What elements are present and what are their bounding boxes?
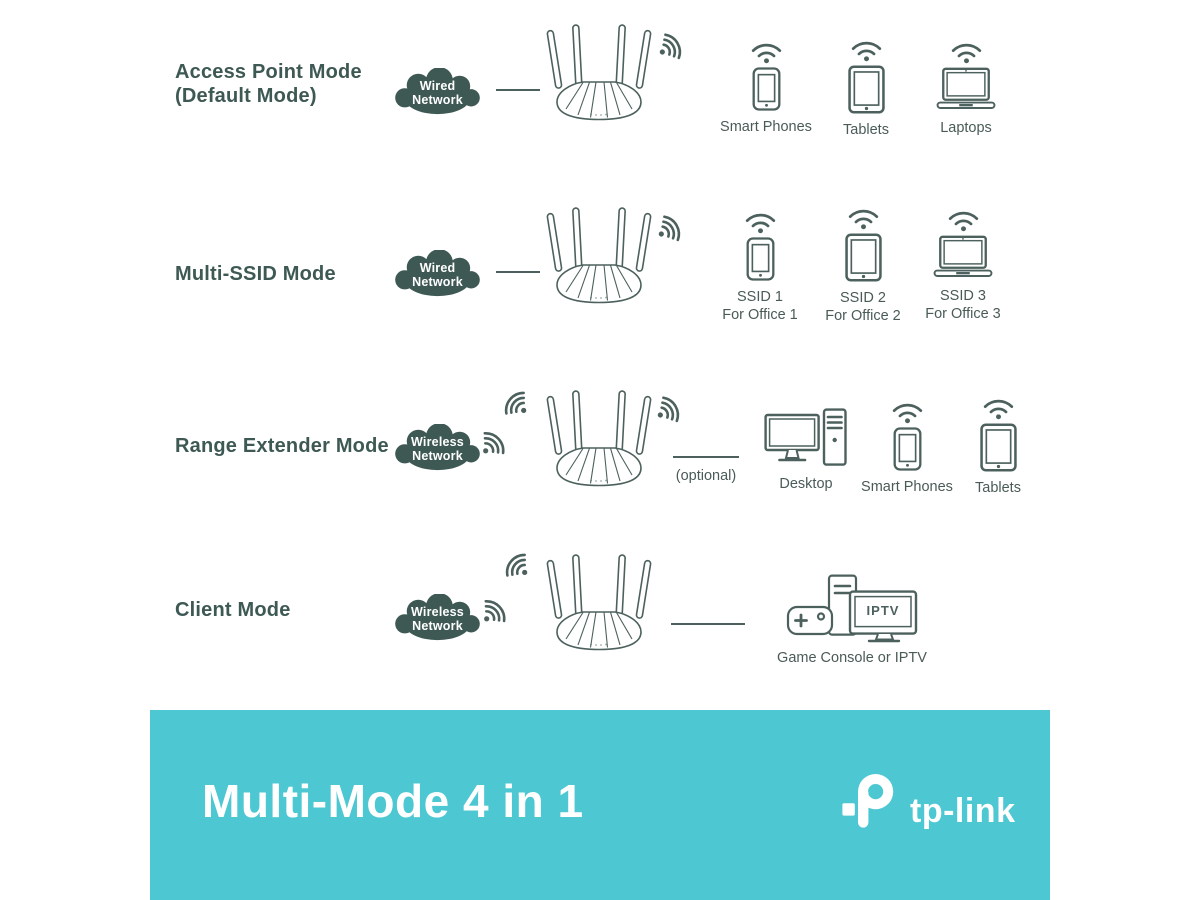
- mode-title-range-extender: Range Extender Mode: [175, 434, 389, 458]
- device-label: SSID 3 For Office 3: [925, 287, 1000, 323]
- wifi-icon: [750, 40, 783, 64]
- optional-wired-line: [673, 456, 739, 458]
- wired-connection-line: [496, 271, 540, 273]
- device-label: SSID 1 For Office 1: [722, 288, 797, 324]
- device-desktop: Desktop: [754, 408, 858, 493]
- cloud-label-line: Network: [412, 619, 463, 633]
- device-label: Laptops: [940, 120, 992, 136]
- mode-title-client: Client Mode: [175, 598, 291, 622]
- device-label: Tablets: [843, 122, 889, 138]
- mode-title-access-point: Access Point Mode (Default Mode): [175, 60, 362, 109]
- cloud-label-line: Network: [412, 275, 463, 289]
- device-label: Smart Phones: [861, 479, 953, 495]
- tp-link-glyph-icon: [838, 768, 902, 836]
- laptop-icon: [936, 67, 996, 112]
- mode-title-line: Access Point Mode: [175, 61, 362, 83]
- mode-title-line: Range Extender Mode: [175, 435, 389, 457]
- ssid-label: SSID 3: [940, 288, 986, 304]
- smartphone-icon: [746, 237, 775, 281]
- desktop-icon: [764, 408, 848, 468]
- tablet-icon: [845, 233, 882, 282]
- tablet-icon: [848, 65, 885, 114]
- device-game-console-iptv: Game Console or IPTV: [777, 574, 927, 667]
- device-tablets: Tablets: [950, 396, 1046, 497]
- bottom-banner: Multi-Mode 4 in 1 tp-link: [150, 710, 1050, 900]
- device-smart-phones: Smart Phones: [854, 400, 960, 496]
- wifi-icon: [982, 396, 1015, 420]
- smartphone-icon: [893, 427, 922, 471]
- device-ssid2: SSID 2 For Office 2: [809, 206, 917, 325]
- wired-connection-line: [671, 623, 745, 625]
- laptop-icon: [933, 235, 993, 280]
- ssid-label: SSID 1: [737, 289, 783, 305]
- device-laptops: Laptops: [912, 40, 1020, 137]
- router-icon: [543, 205, 655, 315]
- tablet-icon: [980, 423, 1017, 472]
- wifi-signal-icon: [649, 208, 691, 251]
- device-label: Game Console or IPTV: [777, 650, 927, 666]
- tp-link-logo: tp-link: [838, 768, 1015, 836]
- tp-link-wordmark: tp-link: [910, 792, 1016, 830]
- device-smart-phones: Smart Phones: [712, 40, 820, 136]
- cloud-label-line: Network: [412, 449, 463, 463]
- cloud-label-line: Wireless: [411, 434, 464, 449]
- iptv-screen-label: IPTV: [866, 602, 900, 618]
- wireless-network-cloud: Wireless Network: [390, 594, 485, 644]
- device-ssid3: SSID 3 For Office 3: [909, 208, 1017, 323]
- mode-title-multi-ssid: Multi-SSID Mode: [175, 262, 336, 286]
- cloud-label-line: Wired: [419, 260, 456, 275]
- cloud-label-line: Network: [412, 93, 463, 107]
- wifi-icon: [947, 208, 980, 232]
- wifi-icon: [744, 210, 777, 234]
- cloud-label-line: Wired: [419, 78, 456, 93]
- mode-title-line: (Default Mode): [175, 85, 317, 108]
- wired-connection-line: [496, 89, 540, 91]
- wired-network-cloud: Wired Network: [390, 250, 485, 300]
- device-label: Smart Phones: [720, 119, 812, 135]
- office-label: For Office 3: [925, 306, 1001, 323]
- wifi-signal-icon: [494, 382, 538, 426]
- mode-title-line: Multi-SSID Mode: [175, 263, 336, 285]
- wifi-signal-icon: [495, 544, 539, 588]
- mode-title-line: Client Mode: [175, 599, 291, 621]
- device-label: SSID 2 For Office 2: [825, 289, 900, 325]
- banner-title: Multi-Mode 4 in 1: [202, 775, 584, 827]
- optional-label: (optional): [675, 468, 737, 484]
- wireless-network-cloud: Wireless Network: [390, 424, 485, 474]
- wired-network-cloud: Wired Network: [390, 68, 485, 118]
- office-label: For Office 1: [722, 307, 798, 324]
- wifi-icon: [850, 38, 883, 62]
- wifi-signal-icon: [650, 26, 692, 69]
- router-icon: [543, 552, 655, 662]
- ssid-label: SSID 2: [840, 290, 886, 306]
- wifi-icon: [950, 40, 983, 64]
- smartphone-icon: [752, 67, 781, 111]
- device-ssid1: SSID 1 For Office 1: [706, 210, 814, 324]
- router-icon: [543, 22, 655, 132]
- device-label: Desktop: [779, 476, 833, 492]
- device-tablets: Tablets: [812, 38, 920, 139]
- wifi-icon: [891, 400, 924, 424]
- device-label: Tablets: [975, 480, 1021, 496]
- office-label: For Office 2: [825, 308, 901, 325]
- router-icon: [543, 388, 655, 498]
- cloud-label-line: Wireless: [411, 604, 464, 619]
- wifi-icon: [847, 206, 880, 230]
